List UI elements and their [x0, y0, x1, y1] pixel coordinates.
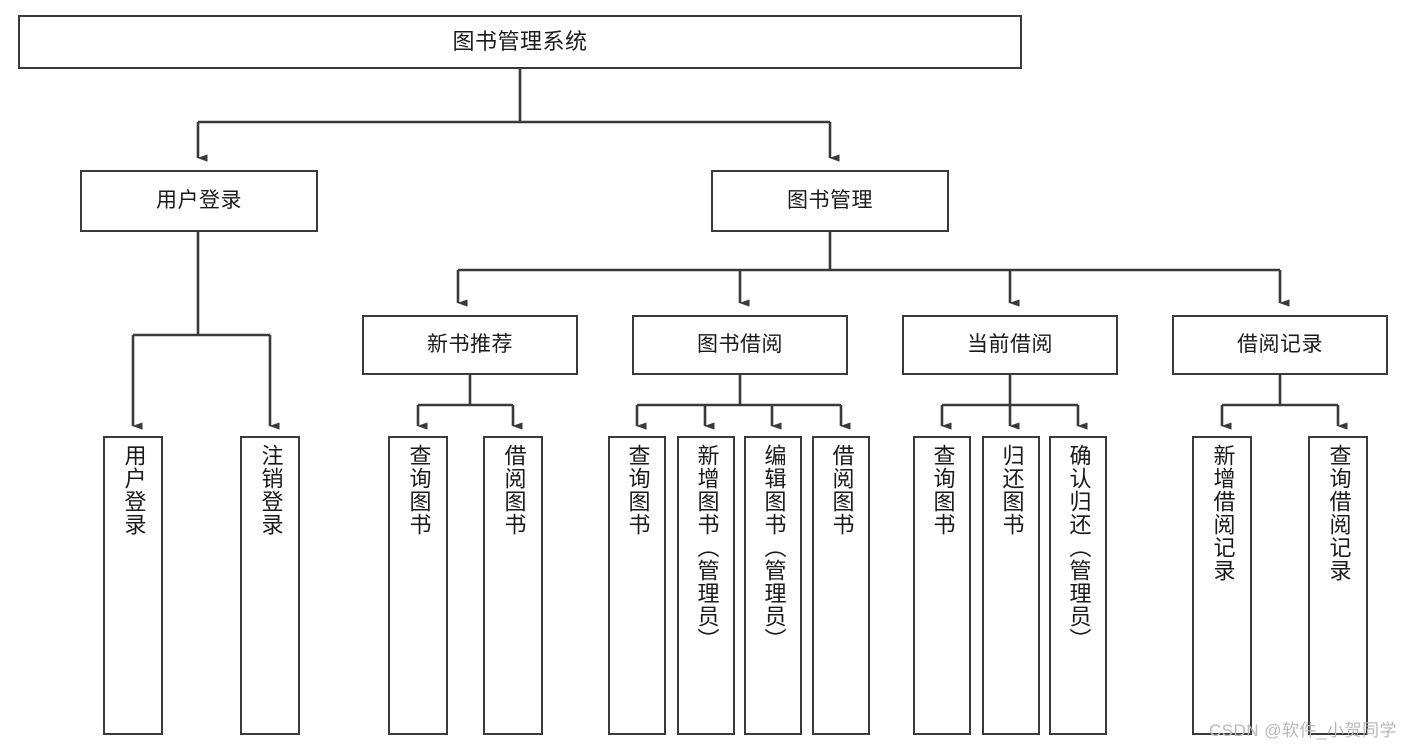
node-borrow-record[interactable]: 借阅记录 [1172, 315, 1388, 375]
node-label: 借阅记录 [1237, 332, 1323, 356]
node-book-borrow[interactable]: 图书借阅 [632, 315, 848, 375]
node-label: 归还图书 [999, 444, 1025, 536]
node-label: 图书管理 [787, 188, 873, 212]
node-label: 确认归还（管理员） [1066, 444, 1092, 651]
node-label: 查询图书 [625, 444, 651, 536]
leaf-borrow-borrow-book[interactable]: 借阅图书 [812, 436, 870, 735]
node-label: 借阅图书 [829, 444, 855, 536]
node-root-system[interactable]: 图书管理系统 [18, 15, 1022, 69]
node-label: 新书推荐 [427, 332, 513, 356]
leaf-user-login[interactable]: 用户登录 [103, 436, 163, 735]
csdn-watermark: CSDN @软件_小贺同学 [1208, 721, 1397, 740]
leaf-logout[interactable]: 注销登录 [240, 436, 300, 735]
node-label: 图书管理系统 [452, 29, 588, 55]
leaf-current-return-book[interactable]: 归还图书 [982, 436, 1040, 735]
node-label: 新增图书（管理员） [694, 444, 720, 651]
node-label: 图书借阅 [697, 332, 783, 356]
node-label: 查询图书 [406, 444, 432, 536]
node-label: 注销登录 [258, 444, 284, 536]
leaf-recommend-query-book[interactable]: 查询图书 [388, 436, 448, 735]
leaf-borrow-edit-book-admin[interactable]: 编辑图书（管理员） [744, 436, 802, 735]
node-label: 查询图书 [930, 444, 956, 536]
node-user-login[interactable]: 用户登录 [80, 170, 318, 232]
node-label: 当前借阅 [967, 332, 1053, 356]
leaf-current-confirm-return-admin[interactable]: 确认归还（管理员） [1049, 436, 1107, 735]
node-label: 新增借阅记录 [1210, 444, 1236, 582]
leaf-borrow-query-book[interactable]: 查询图书 [608, 436, 666, 735]
node-label: 借阅图书 [501, 444, 527, 536]
leaf-record-add[interactable]: 新增借阅记录 [1192, 436, 1252, 735]
node-label: 用户登录 [121, 444, 147, 536]
node-new-book-recommend[interactable]: 新书推荐 [362, 315, 578, 375]
leaf-recommend-borrow-book[interactable]: 借阅图书 [483, 436, 543, 735]
leaf-current-query-book[interactable]: 查询图书 [913, 436, 971, 735]
node-label: 用户登录 [156, 188, 242, 212]
node-label: 编辑图书（管理员） [761, 444, 787, 651]
node-label: 查询借阅记录 [1326, 444, 1352, 582]
node-book-management[interactable]: 图书管理 [711, 170, 949, 232]
node-current-borrow[interactable]: 当前借阅 [902, 315, 1118, 375]
leaf-borrow-add-book-admin[interactable]: 新增图书（管理员） [677, 436, 735, 735]
leaf-record-query[interactable]: 查询借阅记录 [1308, 436, 1368, 735]
